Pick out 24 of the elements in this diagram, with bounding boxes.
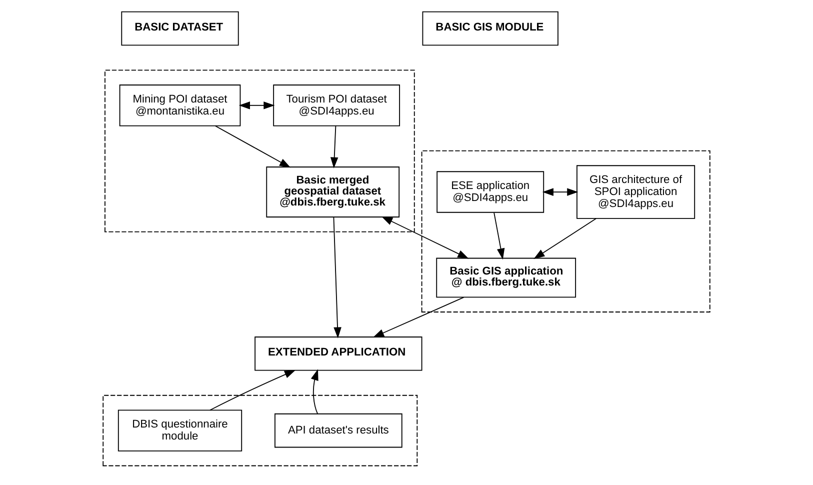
node-box: Tourism POI dataset @SDI4apps.eu [273,84,400,126]
cluster [102,394,418,466]
arrow [238,102,275,110]
cluster [104,70,415,232]
node-box: GIS architecture of SPOI application @SDI4apps.eu [576,165,696,219]
arrow [542,188,578,196]
node-box: Mining POI dataset @montanistika.eu [119,84,241,126]
arrow [310,369,318,414]
node-box: ESE application @SDI4apps.eu [436,171,544,213]
node-box: BASIC GIS MODULE [422,11,558,46]
arrow [534,218,597,259]
arrow [330,126,338,168]
node-box: EXTENDED APPLICATION [254,336,422,371]
cluster [421,150,710,312]
arrow [215,126,291,168]
node-box: Basic GIS application @ dbis.fberg.tuke.sk [436,258,576,298]
node-box: API dataset's results [274,413,402,448]
arrow [494,212,505,260]
arrow [372,296,464,338]
node-box: DBIS questionnaire module [118,410,242,452]
node-box: Basic merged geospatial dataset @dbis.fberg.tuke.sk [266,166,400,218]
node-box: BASIC DATASET [121,11,239,46]
arrow [381,216,469,259]
arrow [333,216,342,338]
